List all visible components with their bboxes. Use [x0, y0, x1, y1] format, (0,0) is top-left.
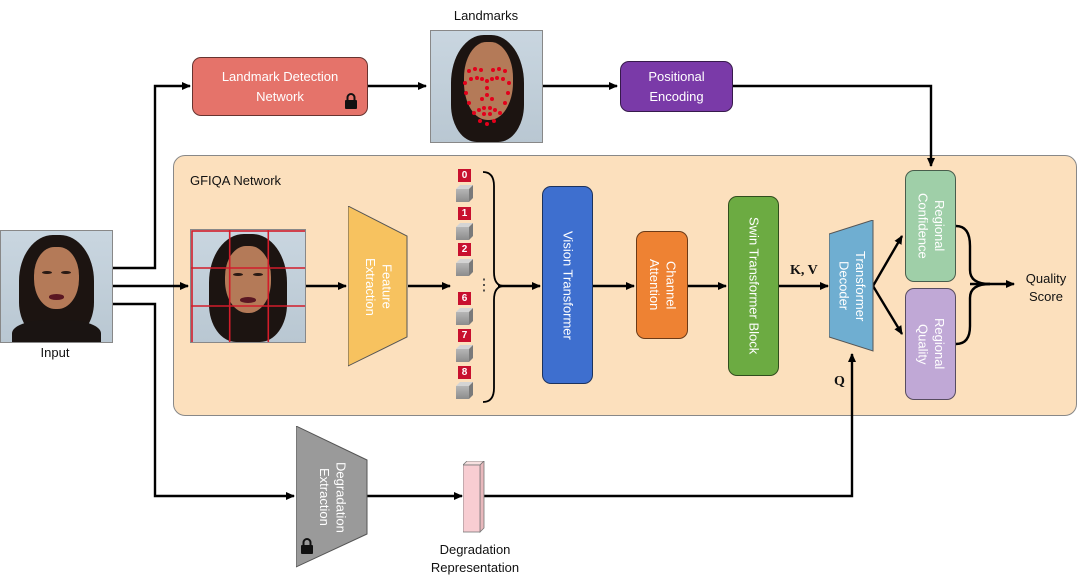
degradation-extraction-block [296, 426, 368, 568]
arrow-input-to-landmark [113, 82, 191, 270]
swin-transformer-block: Swin Transformer Block [728, 196, 779, 376]
degradation-representation-bar [463, 461, 485, 533]
transformer-decoder-block [829, 220, 874, 352]
degradation-representation-label: Degradation Representation [430, 542, 520, 576]
arrow-quality-to-score [955, 282, 991, 346]
grid-icon [191, 230, 305, 342]
token-ellipsis: ⋮ [476, 277, 492, 294]
grid-face-image [190, 229, 306, 343]
token-tag-1: 1 [458, 207, 471, 220]
regional-quality-block: Regional Quality [905, 288, 956, 400]
token-brace [482, 171, 505, 403]
gfiqa-network-label: GFIQA Network [190, 173, 282, 188]
landmark-points [463, 67, 511, 126]
cube-icon [456, 382, 473, 399]
vision-transformer-label: Vision Transformer [560, 230, 576, 340]
arrow-rep-to-decoder [483, 353, 856, 498]
arrow-input-to-degradation [113, 302, 295, 500]
quality-score-label: Quality Score [1025, 271, 1067, 305]
landmark-detection-network-block: Landmark Detection Network [192, 57, 368, 116]
q-label: Q [834, 374, 845, 389]
arrow-decoder-to-confidence [871, 235, 904, 287]
swin-transformer-label: Swin Transformer Block [746, 217, 762, 355]
positional-encoding-block: Positional Encoding [620, 61, 733, 112]
landmark-detection-label: Landmark Detection Network [221, 69, 339, 104]
vision-transformer-block: Vision Transformer [542, 186, 593, 384]
input-face-image [0, 230, 113, 343]
regional-confidence-block: Regional Confidence [905, 170, 956, 282]
channel-attention-label: Channel Attention [647, 259, 679, 311]
transformer-decoder-label: Transformer Decoder [836, 250, 868, 322]
kv-label: K, V [790, 263, 818, 278]
token-tag-8: 8 [458, 366, 471, 379]
positional-encoding-label: Positional Encoding [648, 69, 705, 104]
feature-extraction-block [348, 206, 408, 367]
regional-confidence-label: Regional Confidence [915, 193, 947, 259]
cube-icon [456, 259, 473, 276]
token-tag-0: 0 [458, 169, 471, 182]
landmarks-label: Landmarks [453, 8, 519, 23]
arrow-positional-to-confidence [733, 84, 935, 167]
arrow-confidence-to-score [955, 224, 991, 286]
arrow-decoder-to-quality [871, 285, 904, 335]
lock-icon [345, 93, 357, 109]
feature-extraction-label: Feature Extraction [363, 257, 395, 316]
token-tag-7: 7 [458, 329, 471, 342]
cube-icon [456, 223, 473, 240]
landmarks-face-image [430, 30, 543, 143]
cube-icon [456, 308, 473, 325]
cube-icon [456, 185, 473, 202]
channel-attention-block: Channel Attention [636, 231, 688, 339]
cube-icon [456, 345, 473, 362]
token-tag-2: 2 [458, 243, 471, 256]
input-label: Input [40, 345, 70, 360]
degradation-extraction-label: Degradation Extraction [317, 461, 349, 533]
token-tag-6: 6 [458, 292, 471, 305]
lock-icon [301, 538, 313, 554]
regional-quality-label: Regional Quality [915, 318, 947, 370]
